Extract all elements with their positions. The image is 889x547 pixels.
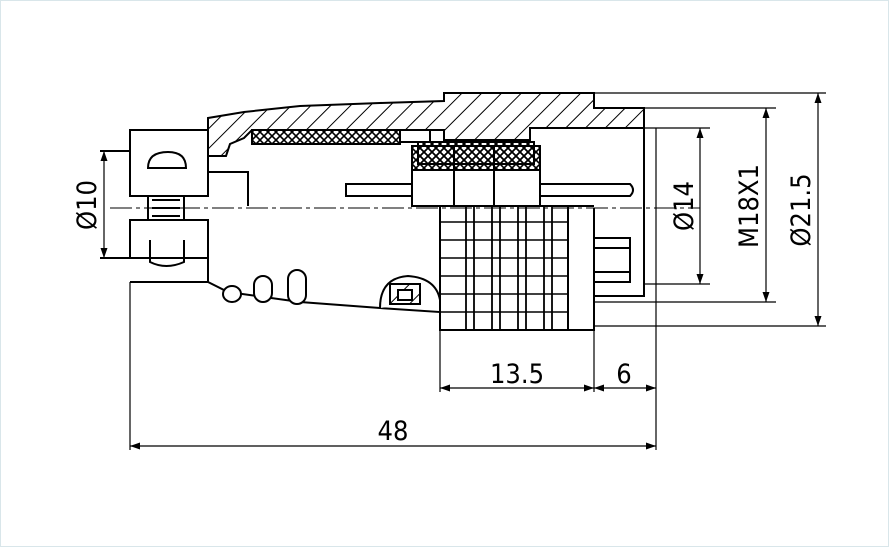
contact-assembly (345, 145, 634, 207)
extension-lines (129, 92, 826, 450)
coupling-ring (439, 205, 594, 331)
housing-outline-bottom (130, 208, 595, 331)
dim-outer-diameter: Ø21.5 (786, 173, 817, 246)
dim-inner-diameter: Ø14 (669, 181, 700, 231)
pin-section (593, 127, 645, 297)
dim-cable-diameter: Ø10 (72, 180, 103, 230)
dim-body-length: 13.5 (490, 359, 544, 390)
dim-overall-length: 48 (378, 416, 409, 447)
dim-thread: M18X1 (734, 164, 765, 248)
dim-pin-length: 6 (616, 359, 631, 390)
cable-clamp (100, 129, 209, 267)
